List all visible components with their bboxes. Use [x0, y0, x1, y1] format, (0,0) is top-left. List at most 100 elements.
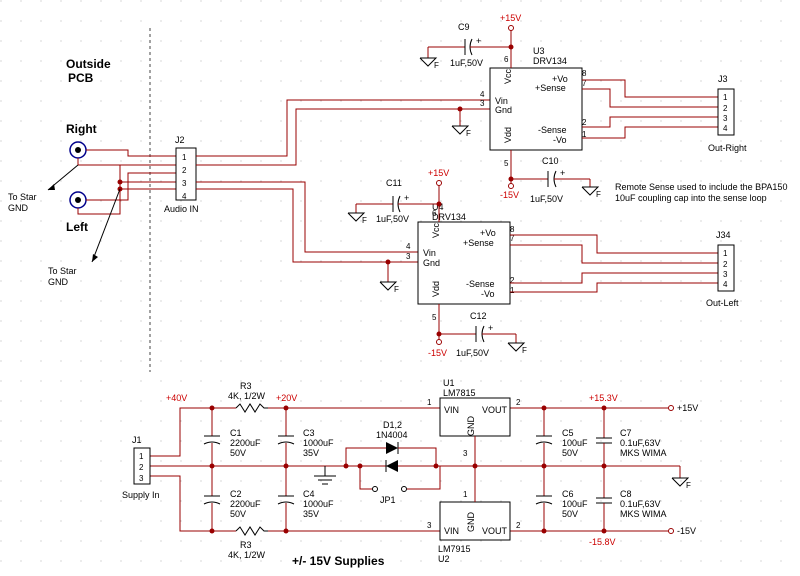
- svg-text:U3: U3: [533, 46, 545, 56]
- svg-text:U1: U1: [443, 378, 455, 388]
- svg-text:C10: C10: [542, 156, 559, 166]
- svg-text:+15V: +15V: [677, 403, 698, 413]
- svg-text:100uF: 100uF: [562, 499, 588, 509]
- svg-text:DRV134: DRV134: [432, 212, 466, 222]
- supply-voltage-labels: +40V +20V +15.3V -15.8V +15V -15V: [166, 393, 698, 547]
- svg-text:7: 7: [510, 234, 515, 243]
- svg-text:C7: C7: [620, 428, 632, 438]
- svg-text:GND: GND: [466, 416, 476, 437]
- svg-text:Left: Left: [66, 220, 88, 234]
- svg-text:35V: 35V: [303, 509, 319, 519]
- j3-out-right-connector: J3 1 2 3 4 Out-Right: [708, 74, 747, 153]
- svg-text:+: +: [560, 168, 565, 178]
- j34-out-left-connector: J34 1 2 3 4 Out-Left: [706, 230, 739, 308]
- svg-text:VIN: VIN: [444, 526, 459, 536]
- u2-lm7915-regulator: VIN VOUT GND 3 2 1 LM7915 U2: [427, 466, 521, 564]
- svg-text:C3: C3: [303, 428, 315, 438]
- svg-text:2: 2: [510, 276, 515, 285]
- svg-text:3: 3: [480, 99, 485, 108]
- svg-text:1uF,50V: 1uF,50V: [376, 214, 409, 224]
- u3-power-wiring: +15V + C9 1uF,50V F -15V + C10 1uF,50V F…: [419, 13, 601, 204]
- svg-text:2: 2: [723, 104, 728, 113]
- u1-lm7815-regulator: U1 LM7815 VIN VOUT GND 1 2 3: [427, 378, 521, 469]
- svg-text:Audio IN: Audio IN: [164, 204, 199, 214]
- svg-text:0.1uF,63V: 0.1uF,63V: [620, 499, 661, 509]
- svg-text:MKS WIMA: MKS WIMA: [620, 448, 667, 458]
- star-ground-label-2: To Star GND: [48, 266, 77, 287]
- svg-text:3: 3: [406, 252, 411, 261]
- svg-text:1000uF: 1000uF: [303, 499, 334, 509]
- svg-text:C11: C11: [386, 178, 402, 188]
- svg-text:+Sense: +Sense: [463, 238, 494, 248]
- svg-text:+20V: +20V: [276, 393, 297, 403]
- r3-upper-resistor: R3 4K, 1/2W: [228, 381, 268, 413]
- svg-text:Vcc: Vcc: [431, 222, 441, 238]
- svg-text:C6: C6: [562, 489, 574, 499]
- svg-text:Vcc: Vcc: [503, 68, 513, 84]
- jumper-jp1: JP1: [357, 463, 441, 505]
- capacitor-c8: C8 0.1uF,63V MKS WIMA: [596, 466, 667, 534]
- signal-wires: [196, 99, 490, 282]
- svg-text:PCB: PCB: [68, 71, 94, 85]
- svg-text:Vin: Vin: [495, 96, 508, 106]
- svg-text:Vdd: Vdd: [431, 281, 441, 297]
- svg-text:2: 2: [516, 521, 521, 530]
- svg-text:2: 2: [139, 463, 144, 472]
- svg-text:5: 5: [432, 313, 437, 322]
- svg-text:1: 1: [723, 249, 728, 258]
- svg-text:2200uF: 2200uF: [230, 438, 261, 448]
- svg-text:1: 1: [723, 93, 728, 102]
- svg-text:F: F: [466, 129, 471, 138]
- svg-text:Out-Left: Out-Left: [706, 298, 739, 308]
- svg-text:F: F: [596, 190, 601, 199]
- svg-text:DRV134: DRV134: [533, 56, 567, 66]
- svg-text:4K, 1/2W: 4K, 1/2W: [228, 391, 266, 401]
- svg-text:J3: J3: [718, 74, 728, 84]
- svg-text:To Star: To Star: [48, 266, 77, 276]
- svg-text:Gnd: Gnd: [495, 105, 512, 115]
- svg-text:3: 3: [427, 521, 432, 530]
- svg-text:+Sense: +Sense: [535, 83, 566, 93]
- svg-text:Vin: Vin: [423, 248, 436, 258]
- svg-text:50V: 50V: [230, 448, 246, 458]
- svg-text:2200uF: 2200uF: [230, 499, 261, 509]
- svg-text:4: 4: [480, 90, 485, 99]
- outside-pcb-label: Outside PCB: [66, 57, 111, 85]
- svg-text:4: 4: [723, 124, 728, 133]
- svg-text:3: 3: [139, 474, 144, 483]
- diodes-d1-d2: D1,2 1N4004: [343, 420, 439, 472]
- svg-text:4: 4: [406, 242, 411, 251]
- svg-text:8: 8: [582, 69, 587, 78]
- svg-text:1: 1: [463, 490, 468, 499]
- u3-drv134: U3 DRV134 Vcc Vdd Vin Gnd +Vo +Sense -Se…: [480, 46, 587, 168]
- svg-text:+Vo: +Vo: [552, 74, 568, 84]
- svg-text:+15V: +15V: [500, 13, 521, 23]
- svg-text:GND: GND: [48, 277, 69, 287]
- svg-text:2: 2: [582, 118, 587, 127]
- svg-text:-Vo: -Vo: [553, 135, 567, 145]
- star-ground-label-1: To Star GND: [8, 192, 37, 213]
- svg-text:50V: 50V: [562, 509, 578, 519]
- capacitor-c6: C6 100uF 50V: [535, 466, 588, 534]
- svg-text:VOUT: VOUT: [482, 405, 508, 415]
- svg-text:1: 1: [139, 452, 144, 461]
- j2-audio-in-connector: J2 1 2 3 4 Audio IN: [164, 135, 199, 214]
- svg-text:C1: C1: [230, 428, 242, 438]
- svg-text:+15V: +15V: [428, 168, 449, 178]
- svg-text:+: +: [404, 193, 409, 203]
- svg-text:Out-Right: Out-Right: [708, 143, 747, 153]
- svg-text:LM7915: LM7915: [438, 544, 471, 554]
- svg-text:-15.8V: -15.8V: [589, 537, 616, 547]
- svg-text:-15V: -15V: [428, 348, 447, 358]
- svg-text:Right: Right: [66, 122, 97, 136]
- svg-text:-15V: -15V: [677, 526, 696, 536]
- svg-text:R3: R3: [240, 381, 252, 391]
- svg-text:JP1: JP1: [380, 495, 396, 505]
- svg-text:C9: C9: [458, 22, 470, 32]
- svg-text:C8: C8: [620, 489, 632, 499]
- svg-text:1uF,50V: 1uF,50V: [456, 348, 489, 358]
- svg-text:100uF: 100uF: [562, 438, 588, 448]
- svg-text:GND: GND: [8, 203, 29, 213]
